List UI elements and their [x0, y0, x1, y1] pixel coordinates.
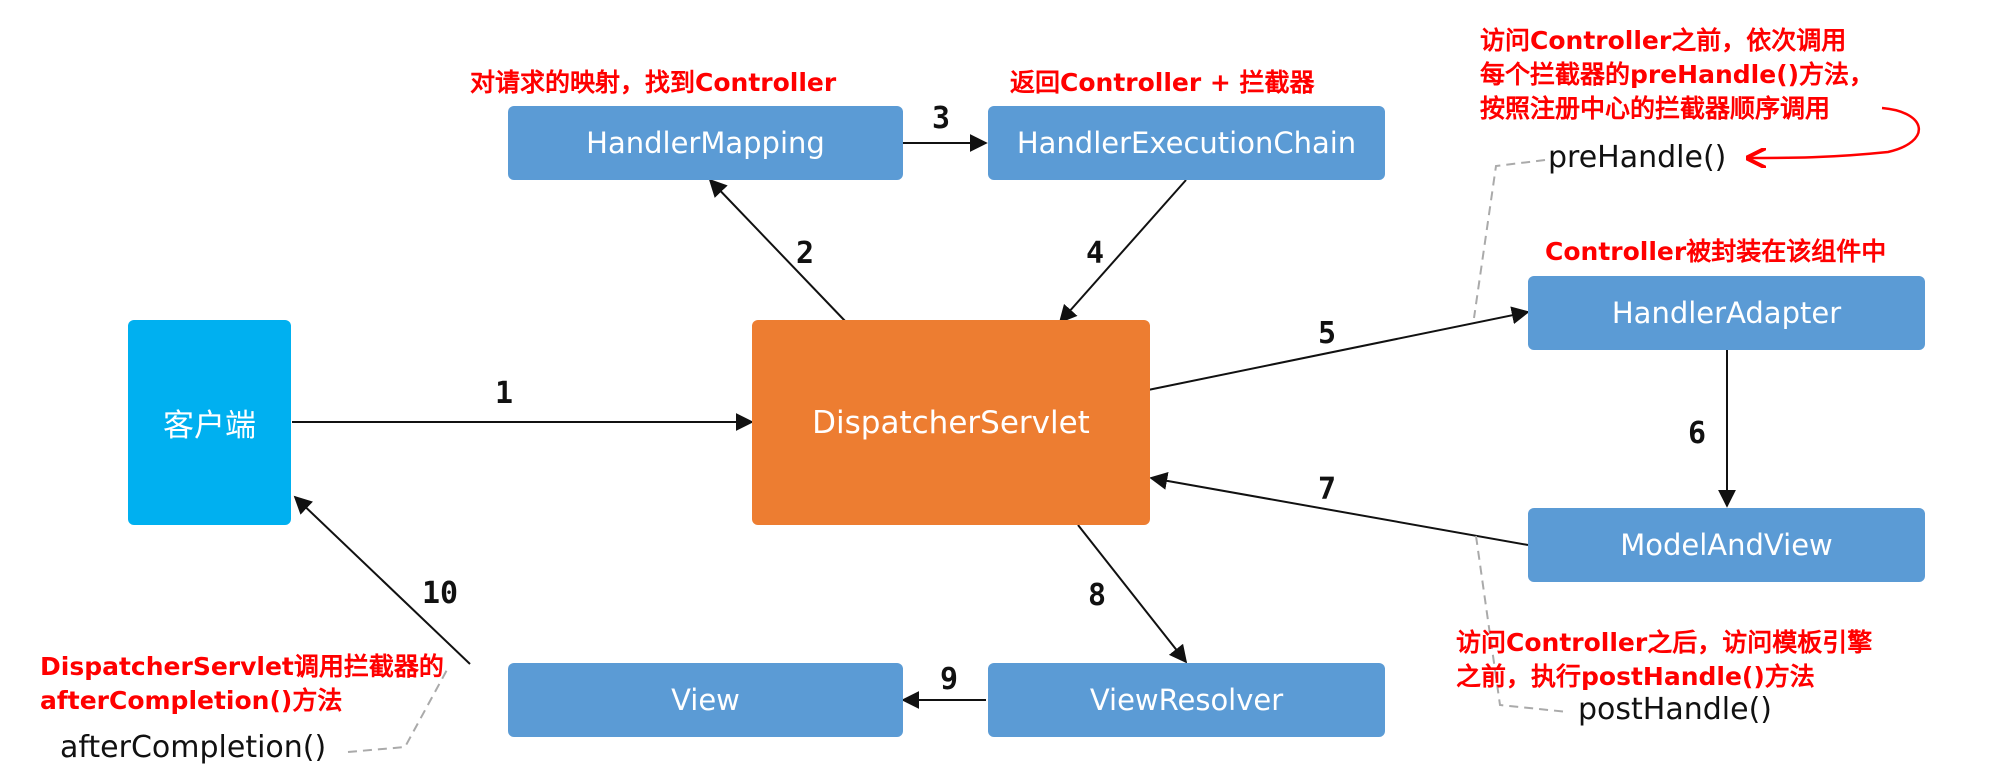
aftercompletion-method-label: afterCompletion() [60, 730, 327, 765]
handler-mapping-annotation: 对请求的映射，找到Controller [470, 68, 837, 97]
step-label-8: 8 [1088, 578, 1107, 613]
client-node: 客户端 [128, 320, 291, 525]
pre-post-handle-dashed-leader [1473, 159, 1569, 713]
posthandle-annotation-line-1: 访问Controller之后，访问模板引擎 [1456, 628, 1873, 657]
step-label-6: 6 [1688, 416, 1707, 451]
model-and-view-node: ModelAndView [1528, 508, 1925, 582]
prehandle-annotation-line-1: 访问Controller之前，依次调用 [1480, 26, 1847, 55]
step-label-9: 9 [940, 662, 959, 697]
arrow-4-chain-to-dispatcher [1058, 179, 1187, 324]
aftercompletion-annotation-line-1: DispatcherServlet调用拦截器的 [40, 652, 444, 681]
handler-adapter-node: HandlerAdapter [1528, 276, 1925, 350]
after-completion-dashed-leader [347, 667, 449, 753]
arrow-8-dispatcher-to-view-resolver [1077, 524, 1188, 664]
arrow-10-view-to-client [293, 495, 471, 665]
step-label-3: 3 [932, 101, 951, 136]
step-label-5: 5 [1318, 316, 1337, 351]
posthandle-method-label: postHandle() [1578, 692, 1772, 727]
aftercompletion-annotation: DispatcherServlet调用拦截器的 afterCompletion(… [40, 650, 444, 718]
step-label-10: 10 [422, 576, 459, 611]
posthandle-annotation-line-2: 之前，执行postHandle()方法 [1456, 662, 1815, 691]
handler-execution-chain-node: HandlerExecutionChain [988, 106, 1385, 180]
step-label-7: 7 [1318, 472, 1337, 507]
prehandle-pointer-arrow [1748, 106, 1920, 158]
handler-adapter-annotation: Controller被封装在该组件中 [1545, 237, 1887, 266]
prehandle-annotation-line-2: 每个拦截器的preHandle()方法， [1480, 60, 1875, 89]
prehandle-annotation-line-3: 按照注册中心的拦截器顺序调用 [1480, 94, 1831, 123]
prehandle-annotation: 访问Controller之前，依次调用 每个拦截器的preHandle()方法，… [1480, 24, 1874, 126]
arrow-2-dispatcher-to-handler-mapping [708, 178, 847, 323]
arrow-5-dispatcher-to-adapter [1147, 306, 1530, 391]
step-label-4: 4 [1086, 236, 1105, 271]
step-label-1: 1 [495, 376, 514, 411]
aftercompletion-annotation-line-2: afterCompletion()方法 [40, 686, 343, 715]
arrow-7-model-and-view-to-dispatcher [1149, 471, 1529, 546]
view-node: View [508, 663, 903, 737]
prehandle-method-label: preHandle() [1548, 140, 1727, 175]
handler-mapping-node: HandlerMapping [508, 106, 903, 180]
view-resolver-node: ViewResolver [988, 663, 1385, 737]
step-label-2: 2 [796, 236, 815, 271]
posthandle-annotation: 访问Controller之后，访问模板引擎 之前，执行postHandle()方… [1456, 626, 1872, 694]
dispatcher-servlet-node: DispatcherServlet [752, 320, 1150, 525]
handler-execution-chain-annotation: 返回Controller + 拦截器 [1010, 68, 1315, 97]
